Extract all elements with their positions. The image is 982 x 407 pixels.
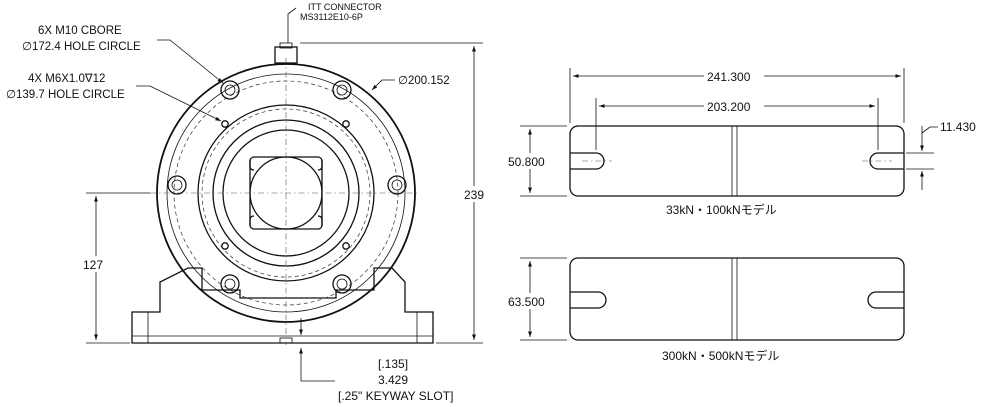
cbore-hole [387, 175, 407, 195]
tapped-hole [221, 242, 229, 250]
right-slot [867, 291, 904, 309]
plate-height-label: 63.500 [508, 295, 545, 309]
cbore-label-line2: ∅172.4 HOLE CIRCLE [22, 41, 141, 53]
cbore-hole [332, 80, 352, 100]
base-plate-33kn: 241.300 203.200 11.430 50.800 33kN・100kN… [506, 68, 976, 217]
slot-width-leader [921, 126, 938, 134]
connector-label-line2: MS3112E10-6P [300, 12, 363, 22]
connector-label-line1: ITT CONNECTOR [308, 2, 382, 12]
cbore-hole-thru [171, 179, 183, 191]
dim-text-bg [80, 256, 110, 272]
front-view: ITT CONNECTOR MS3112E10-6P 6X M10 CBORE … [6, 2, 488, 403]
outer-diameter-label: ∅200.152 [398, 75, 450, 87]
cbore-hole [220, 80, 240, 100]
slot-width-label: 11.430 [940, 120, 976, 134]
connector-cap [279, 42, 293, 49]
tapped-label-line1: 4X M6X1.0∇12 [28, 73, 105, 85]
body-circle [197, 104, 375, 282]
tapped-hole [221, 120, 229, 128]
tapped-hole [342, 120, 350, 128]
keyway-leader [300, 360, 335, 382]
overall-height-label: 239 [464, 188, 484, 202]
dim-text-bg [704, 98, 764, 114]
cbore-hole [332, 274, 352, 294]
tapped-holes [221, 120, 350, 250]
dim-text-bg [506, 293, 554, 309]
center-height-label: 127 [83, 258, 103, 272]
tapped-label-line2: ∅139.7 HOLE CIRCLE [6, 89, 125, 101]
connector-body [274, 46, 298, 64]
dim-text-bg [704, 68, 764, 84]
left-slot [570, 291, 607, 309]
dim-text-bg [506, 153, 554, 169]
tapped-hole [342, 242, 350, 250]
tapped-leader [136, 85, 222, 122]
connector-leader [287, 7, 297, 43]
keyway-inch-label: [.135] [378, 357, 408, 371]
mount-base-outline [131, 267, 434, 344]
keyway-slot-label: [.25" KEYWAY SLOT] [338, 389, 453, 403]
model-caption: 33kN・100kNモデル [666, 202, 777, 217]
square-boss [249, 160, 323, 226]
diameter-leader [371, 79, 395, 91]
cbore-hole-thru [391, 179, 403, 191]
cbore-hole-thru [336, 278, 348, 290]
slot-spacing-label: 203.200 [707, 100, 751, 114]
keyway-mm-label: 3.429 [378, 373, 408, 387]
dim-text-bg [462, 186, 488, 202]
overall-length-label: 241.300 [707, 70, 751, 84]
plate-height-label: 50.800 [508, 155, 545, 169]
cbore-hole-thru [224, 278, 236, 290]
cbore-holes [167, 80, 407, 294]
cbore-hole-thru [224, 84, 236, 96]
cbore-label-line1: 6X M10 CBORE [38, 25, 122, 37]
base-plate-300kn: 63.500 300kN・500kNモデル [506, 257, 905, 363]
right-slot [869, 152, 904, 170]
model-caption: 300kN・500kNモデル [662, 348, 779, 363]
cbore-hole [220, 274, 240, 294]
cbore-hole-thru [336, 84, 348, 96]
cbore-hole [167, 175, 187, 195]
cbore-leader [157, 39, 224, 84]
left-slot [570, 152, 605, 170]
